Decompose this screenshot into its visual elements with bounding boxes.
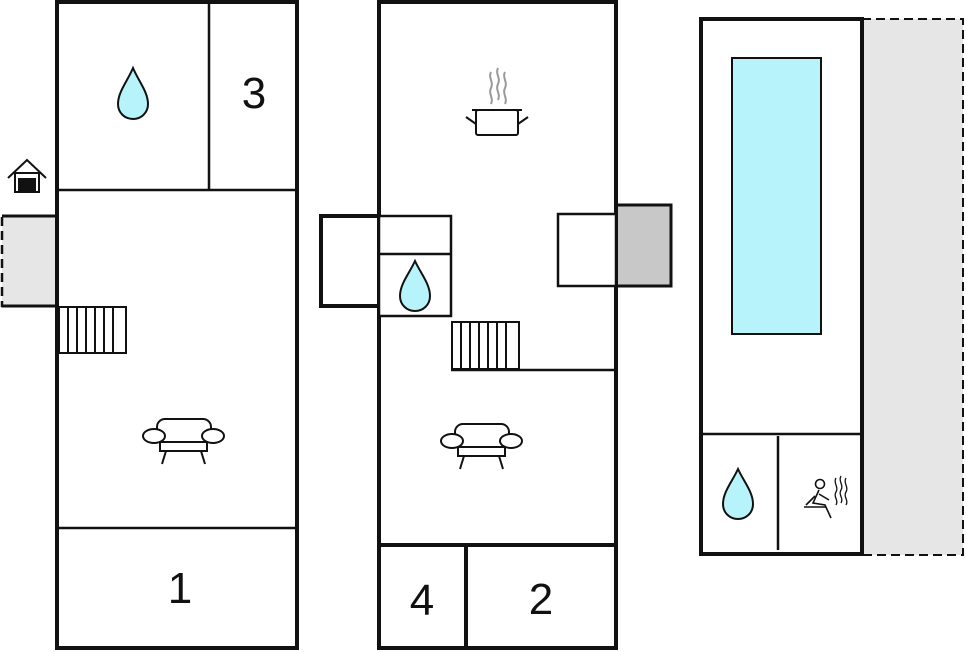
fireplace-icon [614,203,673,288]
ground-floor-outline [55,0,299,650]
bathroom [377,214,453,318]
water-drop-icon [398,258,432,313]
sofa-icon [440,423,523,470]
water-drop-icon [116,65,150,121]
room-number-4: 4 [410,576,434,625]
closet [556,212,618,288]
water-drop-icon [721,466,755,521]
fireplace-wall [616,203,673,288]
stairs-icon [451,321,520,370]
ground-floor: 3 1 [0,0,299,650]
terrace-area [861,18,964,556]
stairs-icon [58,306,127,354]
sauna-icon [804,475,848,519]
porch-wall [2,214,57,308]
bay-wall [319,214,379,308]
entrance-house-icon [7,158,47,193]
cooking-pot-icon [465,67,529,136]
room-number-1: 1 [168,564,192,613]
first-floor-outline [377,0,618,650]
pool-icon [731,57,822,335]
room-number-2: 2 [529,575,553,624]
room-number-3: 3 [242,69,266,118]
porch-area [0,214,59,308]
sofa-icon [142,418,225,465]
pool-house [699,17,964,556]
first-floor: 4 2 [319,0,673,650]
